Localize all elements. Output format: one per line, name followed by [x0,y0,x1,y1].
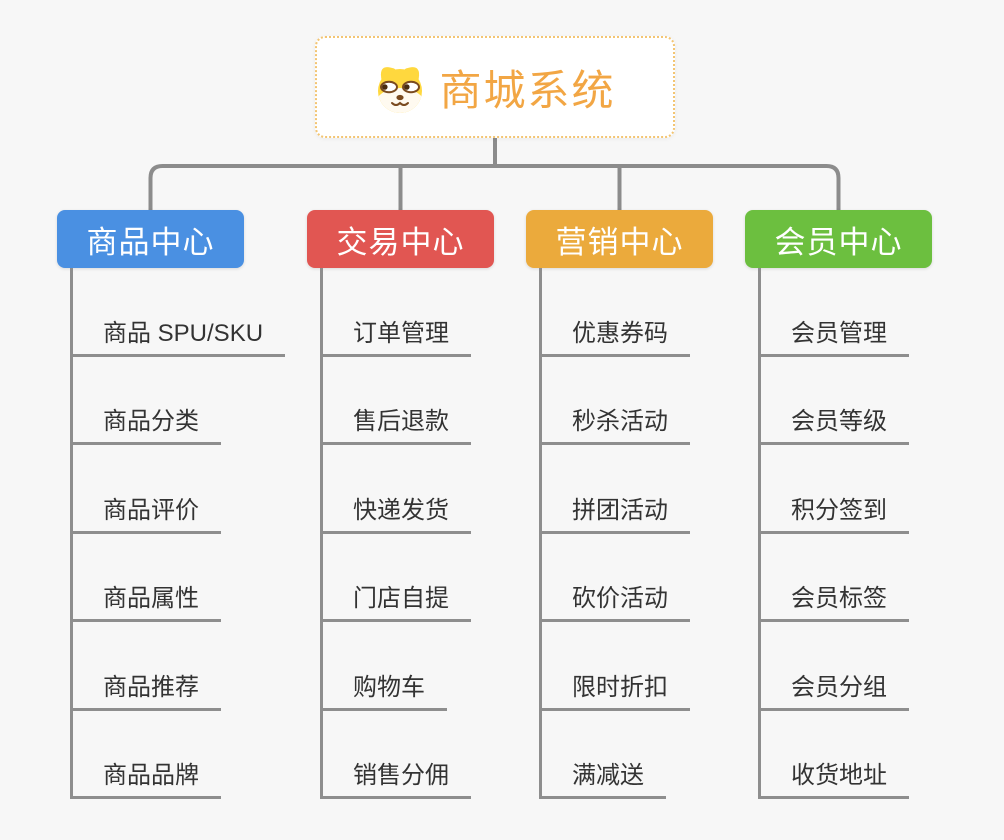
leaf-label: 拼团活动 [542,490,690,534]
root-title: 商城系统 [439,66,616,114]
leaf-express-delivery[interactable]: 快递发货 [323,445,471,534]
leaf-shopping-cart[interactable]: 购物车 [323,622,471,711]
leaf-label: 商品品牌 [73,755,221,799]
leaf-product-spu-sku[interactable]: 商品 SPU/SKU [73,268,286,357]
branch-node-trade-center[interactable]: 交易中心 [307,210,494,268]
doge-icon [374,60,426,114]
branch-node-product-center[interactable]: 商品中心 [57,210,244,268]
leaf-label: 优惠券码 [542,313,690,357]
leaf-member-group[interactable]: 会员分组 [761,622,909,711]
leaf-full-reduction[interactable]: 满减送 [542,711,690,799]
leaf-column-marketing: 优惠券码 秒杀活动 拼团活动 砍价活动 限时折扣 满减送 [539,268,690,799]
leaf-label: 会员标签 [761,578,909,622]
leaf-aftersale-refund[interactable]: 售后退款 [323,357,471,445]
branch-label: 交易中心 [336,224,465,260]
leaf-label: 商品评价 [73,490,221,534]
leaf-store-pickup[interactable]: 门店自提 [323,534,471,622]
branch-label: 营销中心 [555,224,684,260]
leaf-label: 销售分佣 [323,755,471,799]
leaf-label: 售后退款 [323,401,471,445]
leaf-sales-commission[interactable]: 销售分佣 [323,711,471,799]
leaf-order-management[interactable]: 订单管理 [323,268,471,357]
leaf-member-level[interactable]: 会员等级 [761,357,909,445]
leaf-column-member: 会员管理 会员等级 积分签到 会员标签 会员分组 收货地址 [758,268,909,799]
leaf-label: 商品推荐 [73,667,221,711]
leaf-label: 门店自提 [323,578,471,622]
leaf-bargain-activity[interactable]: 砍价活动 [542,534,690,622]
leaf-product-brand[interactable]: 商品品牌 [73,711,285,799]
leaf-label: 会员分组 [761,667,909,711]
branch-label: 会员中心 [774,224,903,260]
leaf-label: 砍价活动 [542,578,690,622]
branch-node-marketing-center[interactable]: 营销中心 [526,210,713,268]
leaf-points-checkin[interactable]: 积分签到 [761,445,909,534]
leaf-shipping-address[interactable]: 收货地址 [761,711,909,799]
leaf-product-attribute[interactable]: 商品属性 [73,534,285,622]
leaf-label: 购物车 [323,667,447,711]
leaf-column-trade: 订单管理 售后退款 快递发货 门店自提 购物车 销售分佣 [320,268,471,799]
branch-label: 商品中心 [86,224,215,260]
root-node[interactable]: 商城系统 [315,36,675,138]
leaf-flash-sale[interactable]: 秒杀活动 [542,357,690,445]
leaf-label: 快递发货 [323,490,471,534]
leaf-label: 满减送 [542,755,666,799]
branch-node-member-center[interactable]: 会员中心 [745,210,932,268]
leaf-label: 会员管理 [761,313,909,357]
leaf-group-buy[interactable]: 拼团活动 [542,445,690,534]
leaf-label: 商品 SPU/SKU [73,313,286,357]
leaf-label: 商品分类 [73,401,221,445]
leaf-label: 秒杀活动 [542,401,690,445]
leaf-label: 收货地址 [761,755,909,799]
leaf-product-recommend[interactable]: 商品推荐 [73,622,285,711]
leaf-label: 商品属性 [73,578,221,622]
leaf-column-product: 商品 SPU/SKU 商品分类 商品评价 商品属性 商品推荐 商品品牌 [70,268,286,799]
leaf-member-management[interactable]: 会员管理 [761,268,909,357]
leaf-product-category[interactable]: 商品分类 [73,357,285,445]
leaf-limited-discount[interactable]: 限时折扣 [542,622,690,711]
leaf-label: 限时折扣 [542,667,690,711]
leaf-label: 会员等级 [761,401,909,445]
leaf-label: 订单管理 [323,313,471,357]
leaf-member-tag[interactable]: 会员标签 [761,534,909,622]
leaf-label: 积分签到 [761,490,909,534]
leaf-product-review[interactable]: 商品评价 [73,445,285,534]
leaf-coupon-code[interactable]: 优惠券码 [542,268,690,357]
